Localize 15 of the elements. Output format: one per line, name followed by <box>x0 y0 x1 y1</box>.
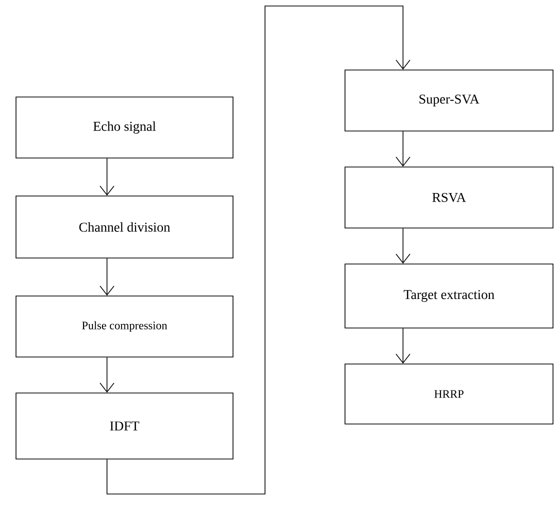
process-box: Channel division <box>16 196 234 258</box>
arrow <box>100 357 114 393</box>
arrow <box>396 131 410 167</box>
process-box: Super-SVA <box>344 70 554 132</box>
arrow <box>396 328 410 364</box>
arrow <box>100 258 114 296</box>
process-box: Echo signal <box>16 96 234 158</box>
process-box: IDFT <box>16 392 234 460</box>
arrow <box>100 158 114 196</box>
process-box: HRRP <box>344 364 554 424</box>
arrow <box>106 6 410 494</box>
process-box: Pulse compression <box>16 296 234 358</box>
arrow <box>396 228 410 264</box>
process-box: RSVA <box>344 166 554 228</box>
process-box: Target extraction <box>344 264 554 328</box>
